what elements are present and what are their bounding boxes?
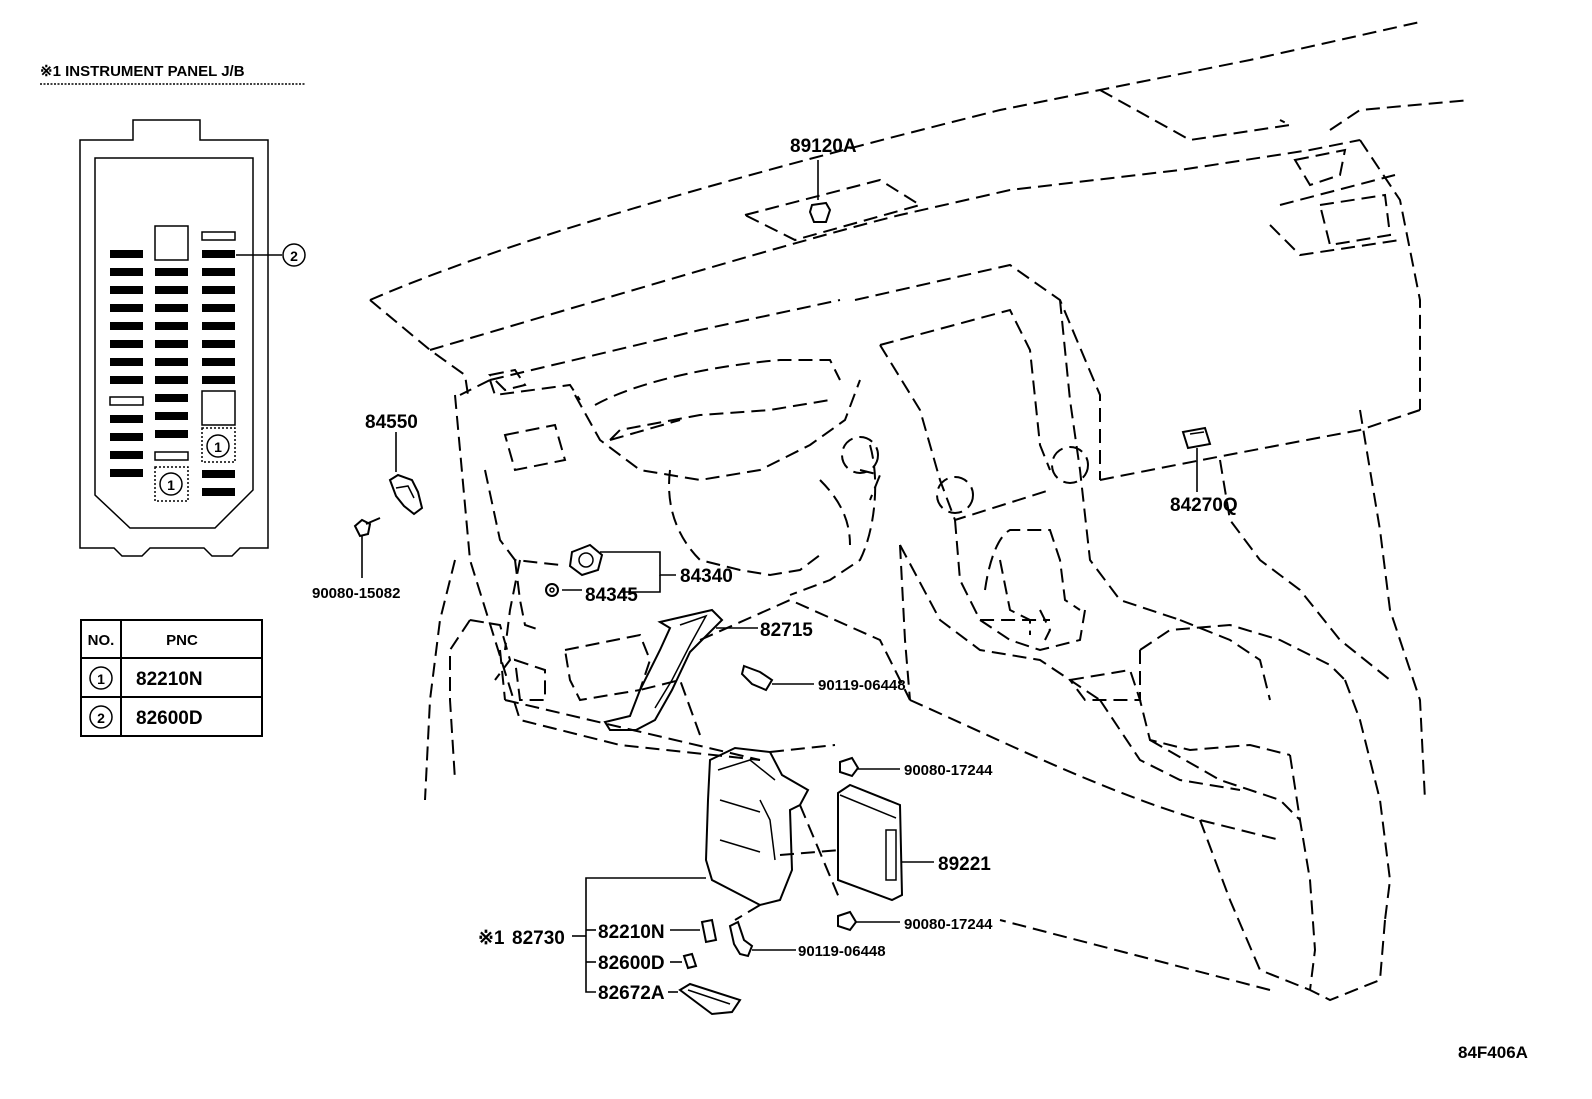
fuse-slot <box>110 451 143 459</box>
part-82210N-fuse <box>670 918 718 944</box>
part-82715-bracket <box>603 608 758 731</box>
fuse-slot <box>202 358 235 366</box>
part-82730-bracket-lines <box>572 877 706 993</box>
label-82672A: 82672A <box>598 983 665 1004</box>
fuse-slot <box>155 376 188 384</box>
fuse-slot <box>155 430 188 438</box>
part-84550-bracket <box>388 432 424 516</box>
fuse-slot <box>110 304 143 312</box>
fuse-slot <box>155 358 188 366</box>
label-82600D: 82600D <box>598 953 665 974</box>
fuse-slot <box>202 322 235 330</box>
label-90080-17244-a: 90080-17244 <box>904 762 993 779</box>
fuse-slot <box>110 286 143 294</box>
fuse-slot <box>155 304 188 312</box>
fuse-slot <box>202 304 235 312</box>
label-90119-06448-b: 90119-06448 <box>798 943 886 960</box>
part-89221-ecu <box>837 783 934 902</box>
label-82715: 82715 <box>760 620 813 641</box>
fuse-slot <box>110 268 143 276</box>
fuse-slot <box>155 286 188 294</box>
label-84270Q: 84270Q <box>1170 495 1238 516</box>
fuse-slot <box>202 376 235 384</box>
fuse-slot <box>202 250 235 258</box>
pnc-table-row-2-pnc: 82600D <box>136 708 203 729</box>
fuse-slot <box>155 340 188 348</box>
fuse-slot <box>110 376 143 384</box>
part-82600D-fuse <box>670 952 698 970</box>
fuse-slot <box>110 322 143 330</box>
fuse-slot <box>155 268 188 276</box>
fuse-slot <box>202 340 235 348</box>
fuse-slot <box>202 268 235 276</box>
label-90080-17244-b: 90080-17244 <box>904 916 993 933</box>
label-82730: 82730 <box>512 928 565 949</box>
label-89120A: 89120A <box>790 136 857 157</box>
fuse-slot <box>155 394 188 402</box>
part-84345-clip <box>545 583 582 597</box>
label-82210N: 82210N <box>598 922 665 943</box>
fuse-slot <box>110 250 143 258</box>
label-89221: 89221 <box>938 854 991 875</box>
part-84340-switch <box>568 543 676 593</box>
label-82730-prefix: ※1 <box>478 928 505 949</box>
fuse-slot <box>202 470 235 478</box>
pnc-table: NO. PNC 1 82210N 2 82600D <box>80 619 263 737</box>
part-90119-06448-bolt-b <box>728 920 796 958</box>
jb-callout-2-text: 2 <box>290 248 298 264</box>
pnc-table-header-no: NO. <box>88 632 115 649</box>
fuse-slot <box>155 322 188 330</box>
jb-callout-1-lower <box>159 472 183 496</box>
header-title: ※1 INSTRUMENT PANEL J/B <box>40 63 245 80</box>
fuse-slot <box>202 488 235 496</box>
pnc-table-row-1-pnc: 82210N <box>136 669 203 690</box>
pnc-table-row-2-no: 2 <box>97 710 105 726</box>
part-90080-17244-nut-b <box>837 910 900 932</box>
part-82672A-cover <box>668 982 742 1016</box>
fuse-slot <box>110 358 143 366</box>
label-84340: 84340 <box>680 566 733 587</box>
fuse-slot <box>202 286 235 294</box>
pnc-table-header-pnc: PNC <box>166 632 198 649</box>
label-84345: 84345 <box>585 585 638 606</box>
part-90080-15082-bolt <box>353 517 381 578</box>
dashboard-outline <box>369 21 1471 1002</box>
part-90119-06448-bolt-a <box>740 664 814 692</box>
part-82730-junction-block <box>639 678 841 921</box>
jb-callout-2 <box>282 243 306 267</box>
jb-callout-1-upper <box>206 434 230 458</box>
fuse-slot <box>110 340 143 348</box>
fuse-slot <box>155 412 188 420</box>
part-90080-17244-nut-a <box>839 756 900 778</box>
jb-callout-1-upper-text: 1 <box>214 439 222 455</box>
fuse-slot <box>110 469 143 477</box>
fuse-slot <box>110 433 143 441</box>
label-84550: 84550 <box>365 412 418 433</box>
pnc-table-row-1-no: 1 <box>97 671 105 687</box>
fuse-slot <box>110 415 143 423</box>
jb-callout-1-lower-text: 1 <box>167 477 175 493</box>
diagram-code: 84F406A <box>1458 1043 1528 1062</box>
label-90119-06448-a: 90119-06448 <box>818 677 906 694</box>
part-84270Q-switch <box>1181 426 1212 492</box>
junction-block-illustration: 1 1 2 <box>79 119 306 557</box>
label-90080-15082: 90080-15082 <box>312 585 400 602</box>
part-89120A-clip <box>808 160 832 223</box>
